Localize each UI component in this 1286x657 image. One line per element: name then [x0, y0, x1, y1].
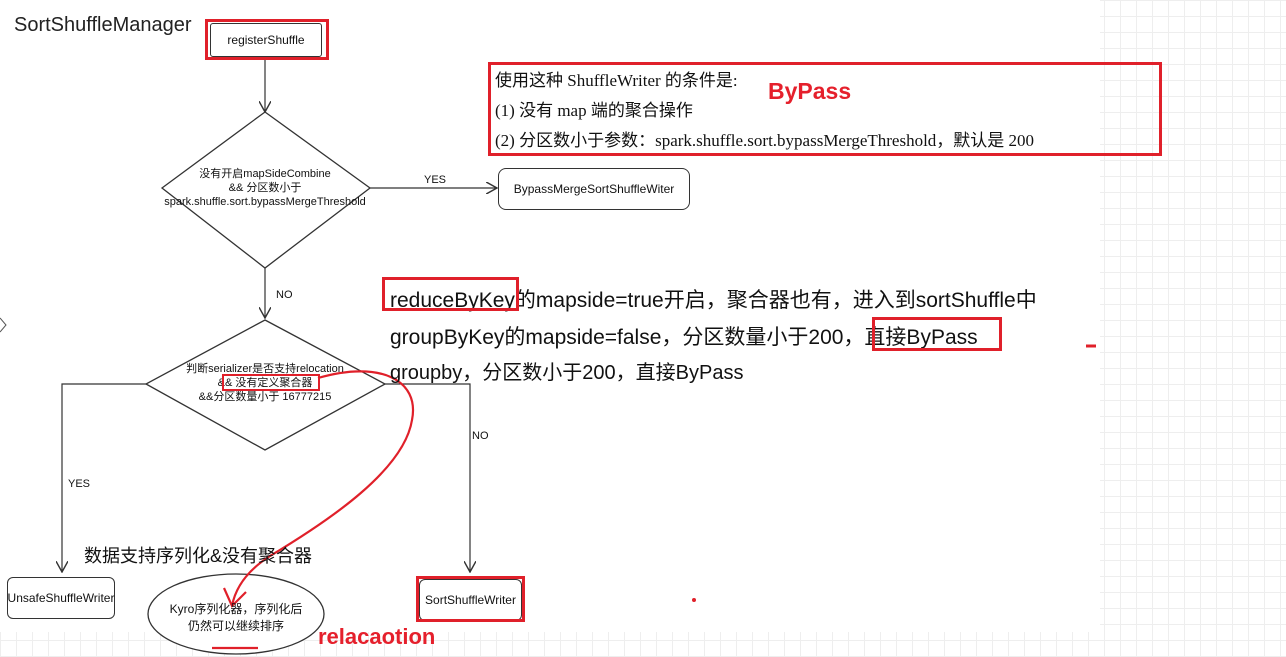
yes1-label: YES — [424, 174, 447, 186]
serialize-note: 数据支持序列化&没有聚合器 — [84, 546, 313, 566]
decision1-text: 没有开启mapSideCombine && 分区数小于 spark.shuffl… — [160, 167, 370, 209]
decision2-line: &&分区数量小于 16777215 — [198, 391, 332, 403]
yes2-label: YES — [68, 478, 91, 490]
kyro-ellipse — [147, 573, 325, 655]
decision2-line: 判断serializer是否支持relocation — [186, 363, 344, 375]
register-highlight — [205, 19, 329, 60]
decision1-line: && 分区数小于 — [228, 182, 302, 194]
decision1-line: spark.shuffle.sort.bypassMergeThreshold — [164, 196, 366, 208]
note-line1: reduceByKey的mapside=true开启，聚合器也有，进入到sort… — [390, 289, 1037, 312]
bypass-writer-node: BypassMergeSortShuffleWiter — [498, 168, 690, 210]
kyro-text: Kyro序列化器，序列化后 仍然可以继续排序 — [150, 601, 322, 635]
diagram-title: SortShuffleManager — [14, 14, 192, 36]
sort-writer-highlight — [416, 576, 525, 622]
sort-writer-label: SortShuffleWriter — [425, 593, 516, 607]
bypass-writer-label: BypassMergeSortShuffleWiter — [513, 182, 675, 196]
unsafe-writer-node: UnsafeShuffleWriter — [7, 577, 115, 619]
handdrawn-curve — [230, 370, 415, 607]
edge-no2 — [385, 383, 470, 572]
handdrawn-arrowhead — [222, 587, 247, 608]
conditions-line1: (1) 没有 map 端的聚合操作 — [495, 101, 693, 120]
note-line3: groupby，分区数小于200，直接ByPass — [390, 362, 744, 384]
decision2-diamond — [144, 319, 387, 451]
relocation-annotation: relacaotion — [318, 624, 436, 649]
edge-yes2 — [62, 383, 146, 572]
chevron-right-icon — [0, 317, 7, 333]
sort-writer-node: SortShuffleWriter — [419, 579, 522, 621]
register-shuffle-node: registerShuffle — [210, 23, 322, 57]
decision2-text: 判断serializer是否支持relocation && 没有定义聚合器 &&… — [160, 362, 370, 404]
unsafe-writer-label: UnsafeShuffleWriter — [7, 591, 115, 605]
decision2-line: && 没有定义聚合器 — [217, 377, 313, 389]
red-dot — [692, 598, 696, 602]
no2-label: NO — [472, 430, 489, 442]
conditions-box — [488, 62, 1162, 156]
kyro-line: Kyro序列化器，序列化后 — [169, 602, 303, 616]
note-line2: groupByKey的mapside=false，分区数量小于200，直接ByP… — [390, 326, 978, 349]
reducebykey-highlight — [382, 277, 519, 311]
bypass-tag: ByPass — [768, 78, 852, 104]
conditions-heading: 使用这种 ShuffleWriter 的条件是: — [495, 71, 738, 90]
no1-label: NO — [276, 289, 293, 301]
canvas-panel — [0, 0, 1100, 632]
decision1-line: 没有开启mapSideCombine — [199, 168, 331, 180]
bypass-highlight — [872, 317, 1002, 351]
register-shuffle-label: registerShuffle — [227, 33, 305, 47]
conditions-line2: (2) 分区数小于参数：spark.shuffle.sort.bypassMer… — [495, 131, 1035, 150]
kyro-line: 仍然可以继续排序 — [187, 619, 284, 633]
aggregator-highlight — [222, 374, 320, 391]
